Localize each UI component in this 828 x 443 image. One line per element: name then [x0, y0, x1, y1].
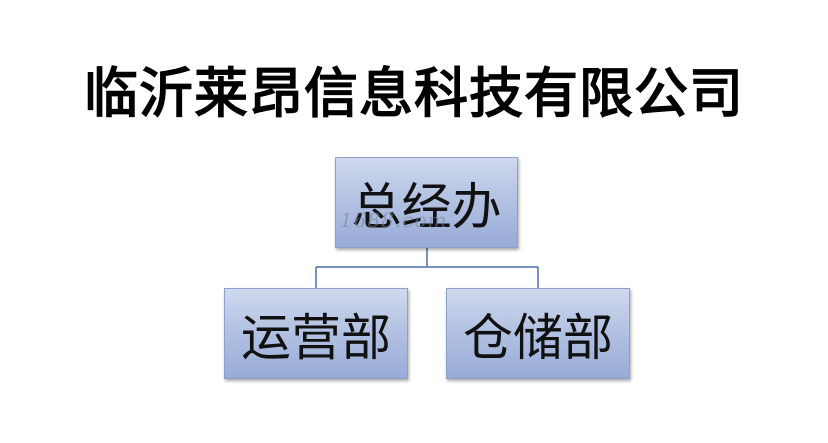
company-title: 临沂莱昂信息科技有限公司: [84, 62, 744, 125]
org-node-general-office: 总经办: [335, 157, 518, 248]
org-node-warehouse: 仓储部: [446, 288, 630, 379]
org-node-operations: 运营部: [224, 288, 408, 379]
org-node-label: 运营部: [241, 308, 391, 367]
org-node-label: 总经办: [351, 177, 502, 236]
org-node-label: 仓储部: [463, 308, 613, 367]
